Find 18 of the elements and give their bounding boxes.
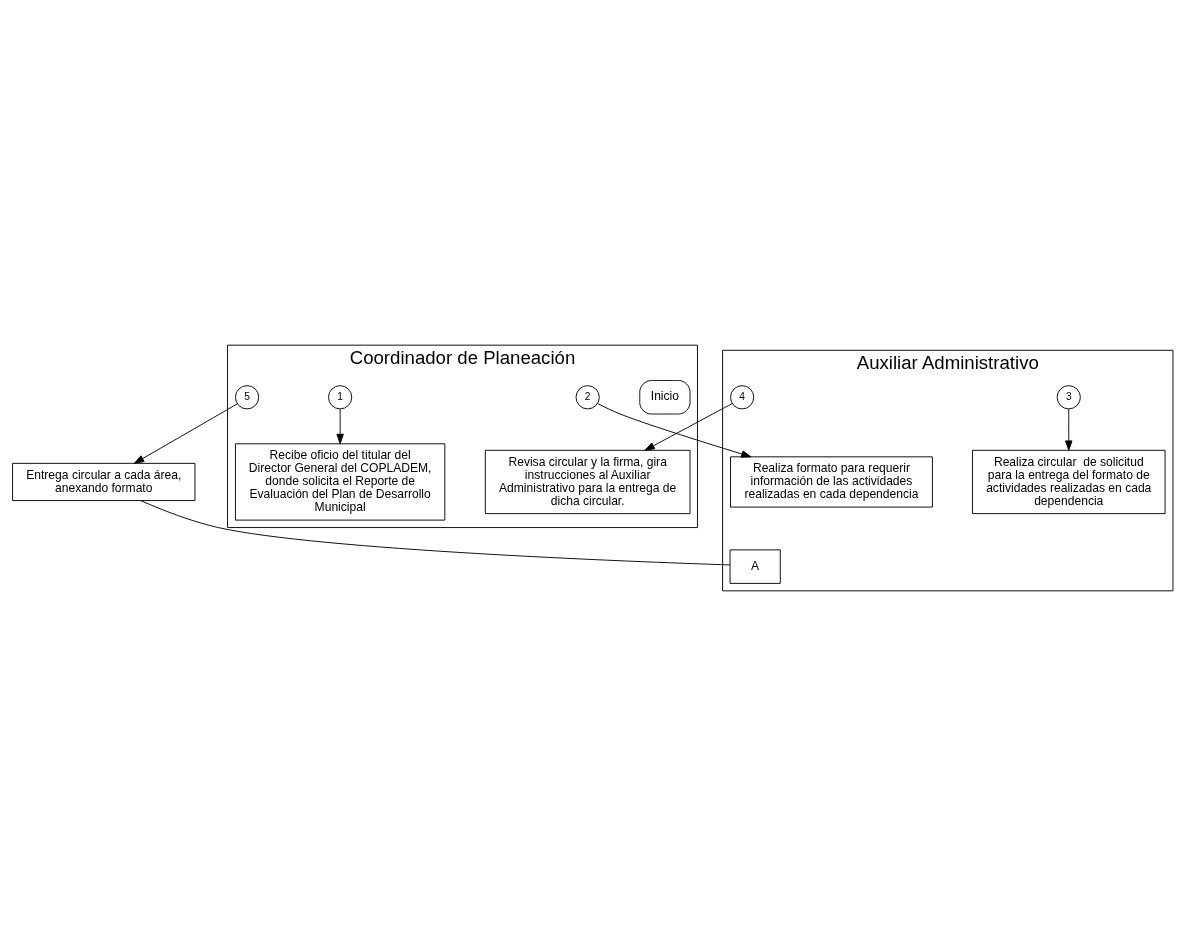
node-circle: 2 bbox=[575, 385, 600, 410]
node-circle: 1 bbox=[328, 385, 353, 410]
arrow bbox=[597, 403, 752, 458]
node-box: Realiza circular de solicitud para la entrega del formato de actividades realizadas en cada dependencia bbox=[971, 449, 1166, 515]
node-box: A bbox=[729, 549, 781, 584]
arrow bbox=[644, 403, 733, 451]
node-box: Realiza formato para requerir información de las actividades realizadas en cada dependencia bbox=[730, 456, 933, 508]
node-circle: 5 bbox=[234, 385, 260, 410]
node-box: Entrega circular a cada área, anexando formato bbox=[12, 462, 196, 502]
arrow bbox=[336, 408, 344, 444]
node-box: Revisa circular y la firma, gira instrucciones al Auxiliar Administrativo para la entrega de dicha circular. bbox=[484, 449, 691, 515]
node-circle: 3 bbox=[1056, 385, 1081, 410]
arrow bbox=[134, 403, 238, 464]
node-box: Recibe oficio del titular del Director General del COPLADEM, donde solicita el Reporte de Evaluación del Plan de Desarrollo Municipal bbox=[234, 443, 446, 521]
node-circle: 4 bbox=[730, 385, 755, 410]
node-box: Inicio bbox=[639, 380, 691, 415]
arrow bbox=[1065, 408, 1073, 451]
connector bbox=[140, 500, 731, 566]
